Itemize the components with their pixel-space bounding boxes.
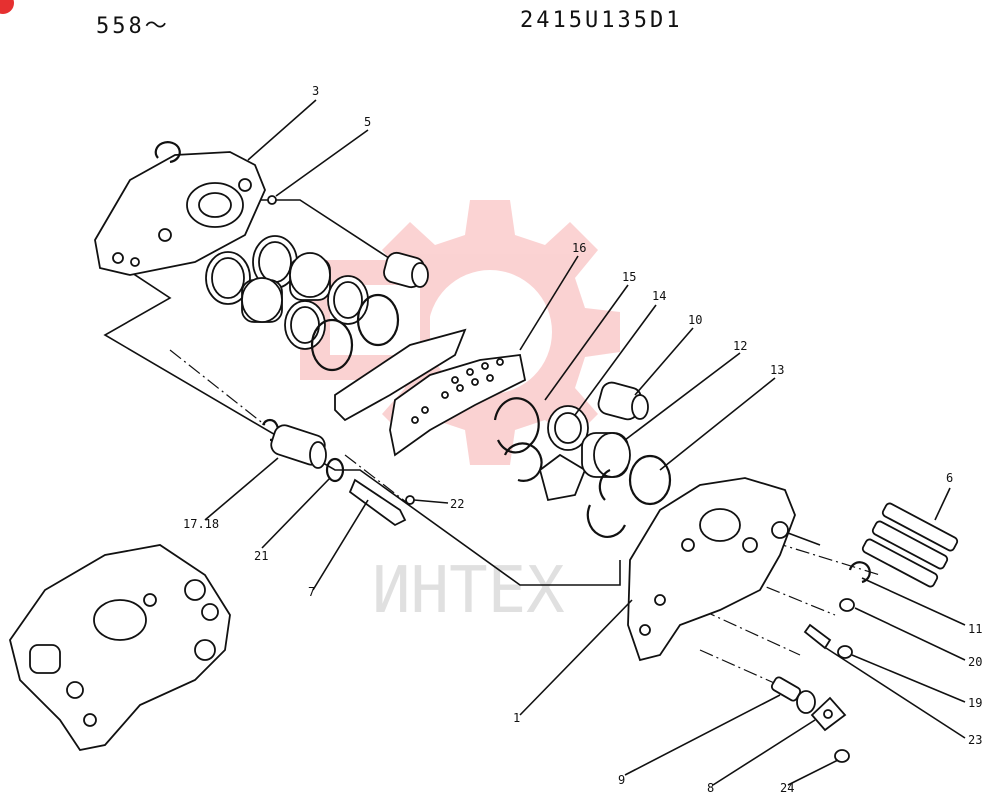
callout-labels: 3 5 16 15 14 10 12 13 6 11 20 19 23 1 9 … [183, 84, 982, 795]
callout-9: 9 [618, 773, 625, 787]
callout-10: 10 [688, 313, 702, 327]
leader-lines [204, 99, 966, 786]
callout-7: 7 [308, 585, 315, 599]
piston-seal-stack-right [493, 381, 672, 538]
model-range-label: 558〜 [96, 14, 170, 39]
guide-pin-assembly [262, 418, 415, 527]
part-number-label: 2415U135D1 [520, 8, 683, 33]
mounting-bolts [861, 502, 959, 588]
snap-ring [154, 141, 181, 164]
watermark-text: ИНТЕХ [372, 554, 565, 628]
callout-8: 8 [707, 781, 714, 795]
corner-marker [0, 0, 14, 14]
callout-5: 5 [364, 115, 371, 129]
callout-14: 14 [652, 289, 666, 303]
caliper-housing-lower [627, 477, 796, 662]
small-fittings [770, 561, 871, 763]
caliper-assembled [9, 544, 231, 752]
callout-17-18: 17.18 [183, 517, 219, 531]
callout-24: 24 [780, 781, 794, 795]
callout-23: 23 [968, 733, 982, 747]
caliper-housing-upper [94, 151, 266, 276]
pin-bushing-upper [383, 251, 429, 289]
callout-6: 6 [946, 471, 953, 485]
brake-pad-inner [334, 328, 467, 422]
callout-13: 13 [770, 363, 784, 377]
callout-20: 20 [968, 655, 982, 669]
brake-pad-outer [389, 354, 527, 457]
callout-12: 12 [733, 339, 747, 353]
callout-3: 3 [312, 84, 319, 98]
piston-seal-stack [205, 235, 400, 372]
callout-21: 21 [254, 549, 268, 563]
callout-16: 16 [572, 241, 586, 255]
o-ring-small [267, 195, 277, 205]
callout-19: 19 [968, 696, 982, 710]
callout-1: 1 [513, 711, 520, 725]
callout-15: 15 [622, 270, 636, 284]
callout-22: 22 [450, 497, 464, 511]
callout-11: 11 [968, 622, 982, 636]
